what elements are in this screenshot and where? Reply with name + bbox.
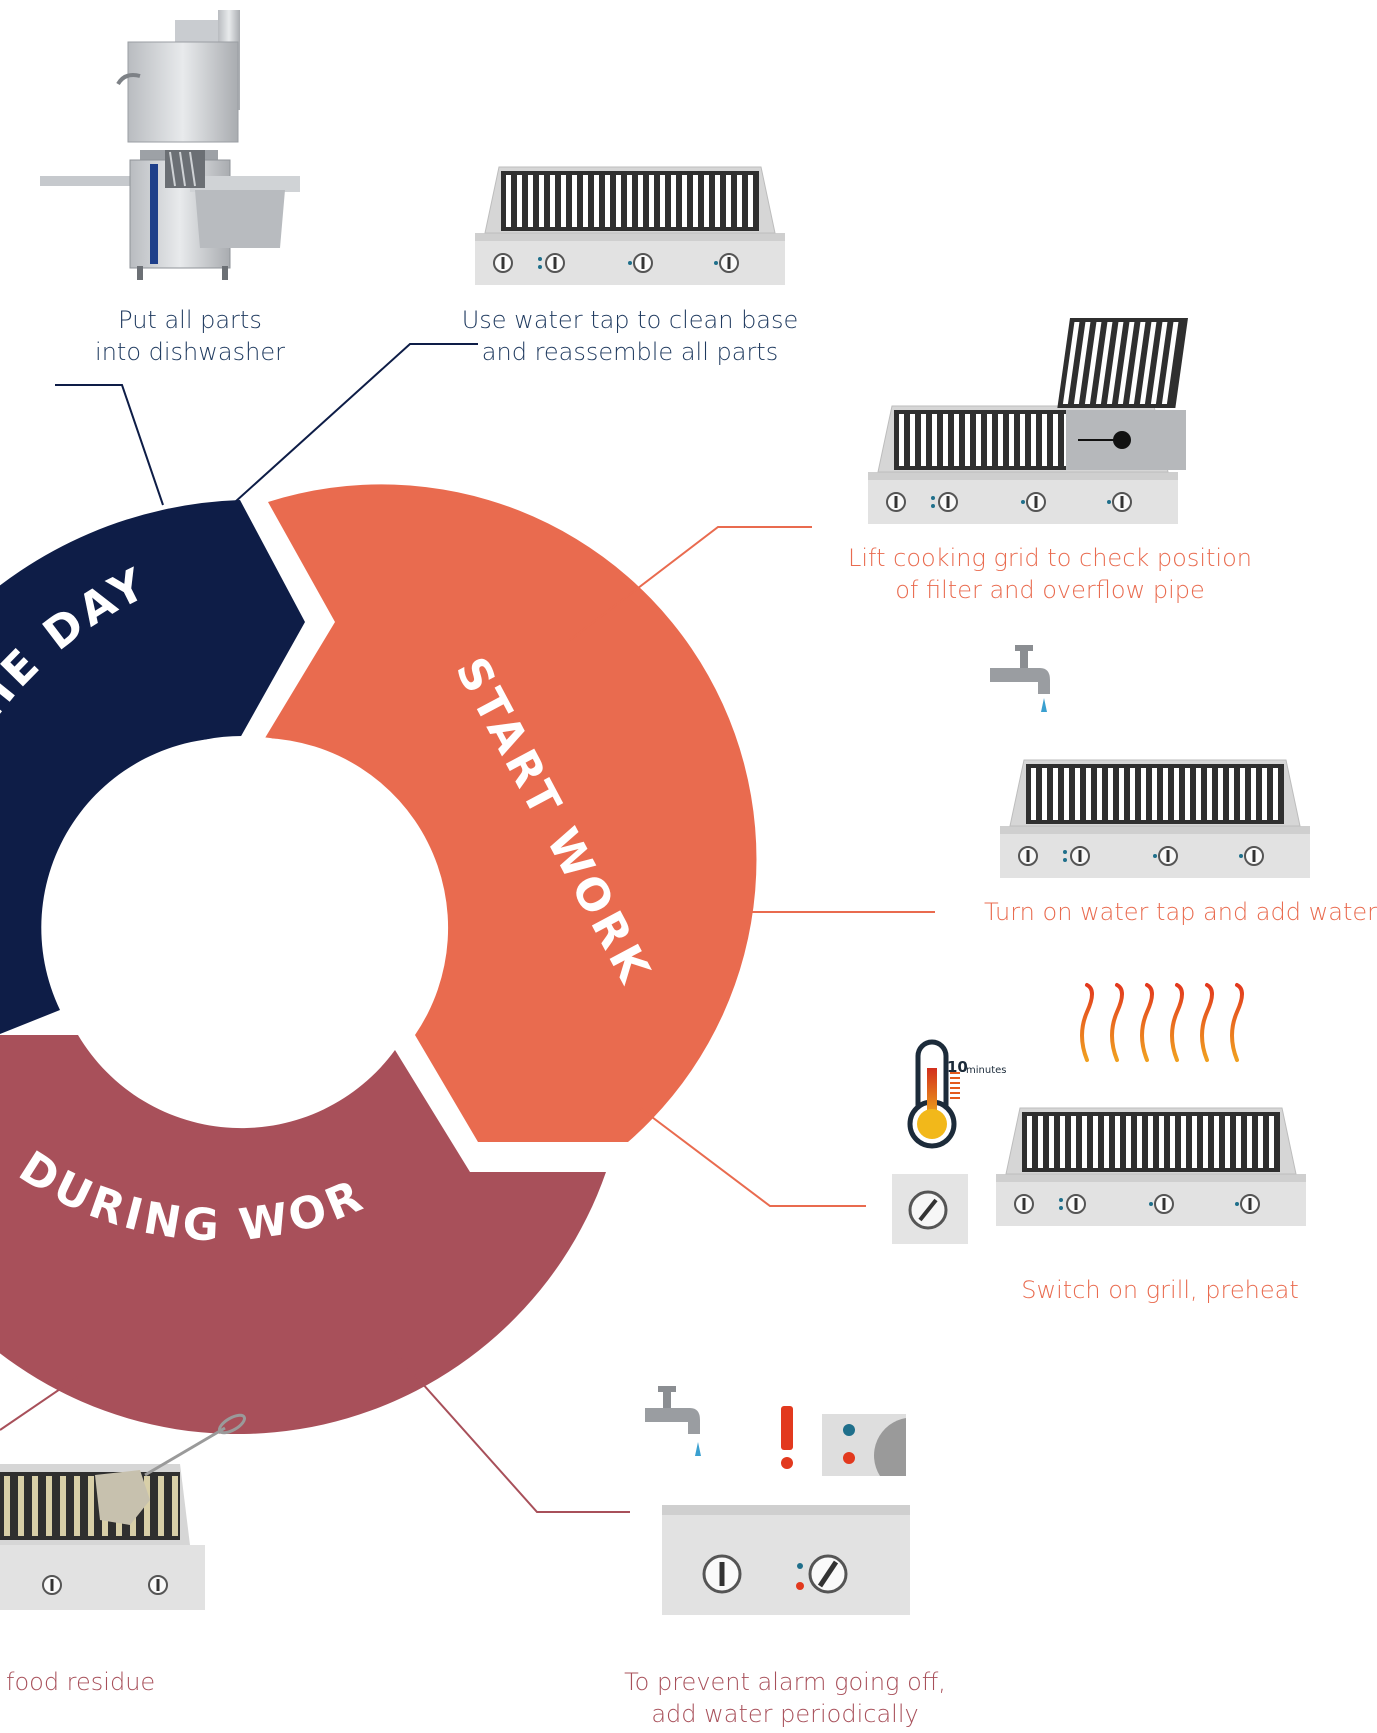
caption-add-water: Turn on water tap and add water <box>984 898 1377 926</box>
water-tap-icon <box>990 645 1050 712</box>
connector-preheat <box>639 1107 866 1207</box>
caption-preheat: Switch on grill, preheat <box>1021 1276 1299 1304</box>
water-tap-icon-2 <box>645 1386 701 1456</box>
panel-knobs <box>702 1554 848 1594</box>
connector-clean-base <box>234 343 478 503</box>
segment-during-work <box>0 1035 606 1435</box>
control-knob-icon <box>892 1174 968 1244</box>
segment-end-of-day <box>0 500 305 1034</box>
timer-unit: minutes <box>966 1065 1006 1076</box>
ring-center <box>50 736 434 1120</box>
caption-alarm: To prevent alarm going off,add water per… <box>624 1668 946 1728</box>
timer-value: 10 <box>947 1058 968 1076</box>
grill-brush-icon <box>0 1413 246 1610</box>
connector-lift-grid <box>569 526 812 641</box>
warning-icon <box>781 1406 793 1469</box>
grill-lifted-grid-icon <box>866 318 1188 526</box>
segment-start-work <box>265 484 757 1142</box>
connector-dishwasher <box>55 384 164 506</box>
connector-alarm <box>387 1344 630 1513</box>
heat-waves-icon <box>1080 983 1244 1062</box>
connectors <box>0 343 935 1513</box>
grill-with-tap-icon <box>990 645 1312 880</box>
alarm-panel-icon <box>645 1386 910 1615</box>
thermometer-icon <box>907 1039 960 1149</box>
grill-icon <box>473 165 787 287</box>
grill-heat-icon: 10 minutes <box>892 983 1308 1244</box>
connector-food-residue <box>0 1354 111 1431</box>
dishwasher-icon <box>40 10 300 280</box>
indicator-lights-icon <box>822 1414 906 1476</box>
caption-food-residue: food residue <box>6 1668 156 1696</box>
